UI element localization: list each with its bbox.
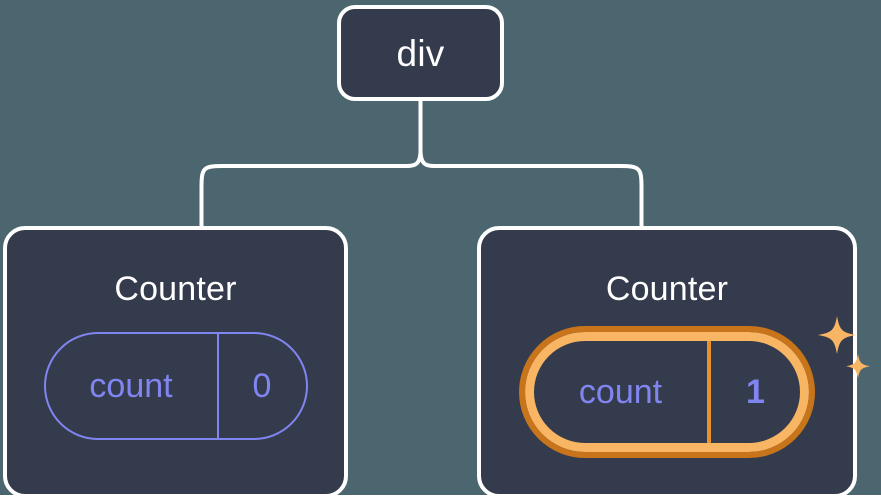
state-pill-right-wrap: count 1 [519,316,870,458]
node-counter-right[interactable]: Counter count 1 [477,226,870,498]
node-div[interactable]: div [337,5,504,101]
node-div-label: div [396,32,445,74]
state-key-left: count [46,334,219,438]
state-pill-left[interactable]: count 0 [43,332,308,440]
node-counter-right-label: Counter [605,270,729,308]
sparkle-large-icon [818,316,856,354]
state-key-right: count [534,341,711,443]
state-pill-right[interactable]: count 1 [519,326,815,458]
state-value-left: 0 [252,366,272,405]
node-counter-left-label: Counter [114,270,237,308]
state-value-right: 1 [746,372,765,411]
node-counter-left[interactable]: Counter count 0 [3,226,348,498]
connector-to-left-child [199,149,423,228]
state-pill-left-wrap: count 0 [43,332,308,440]
connector-to-right-child [418,149,644,228]
